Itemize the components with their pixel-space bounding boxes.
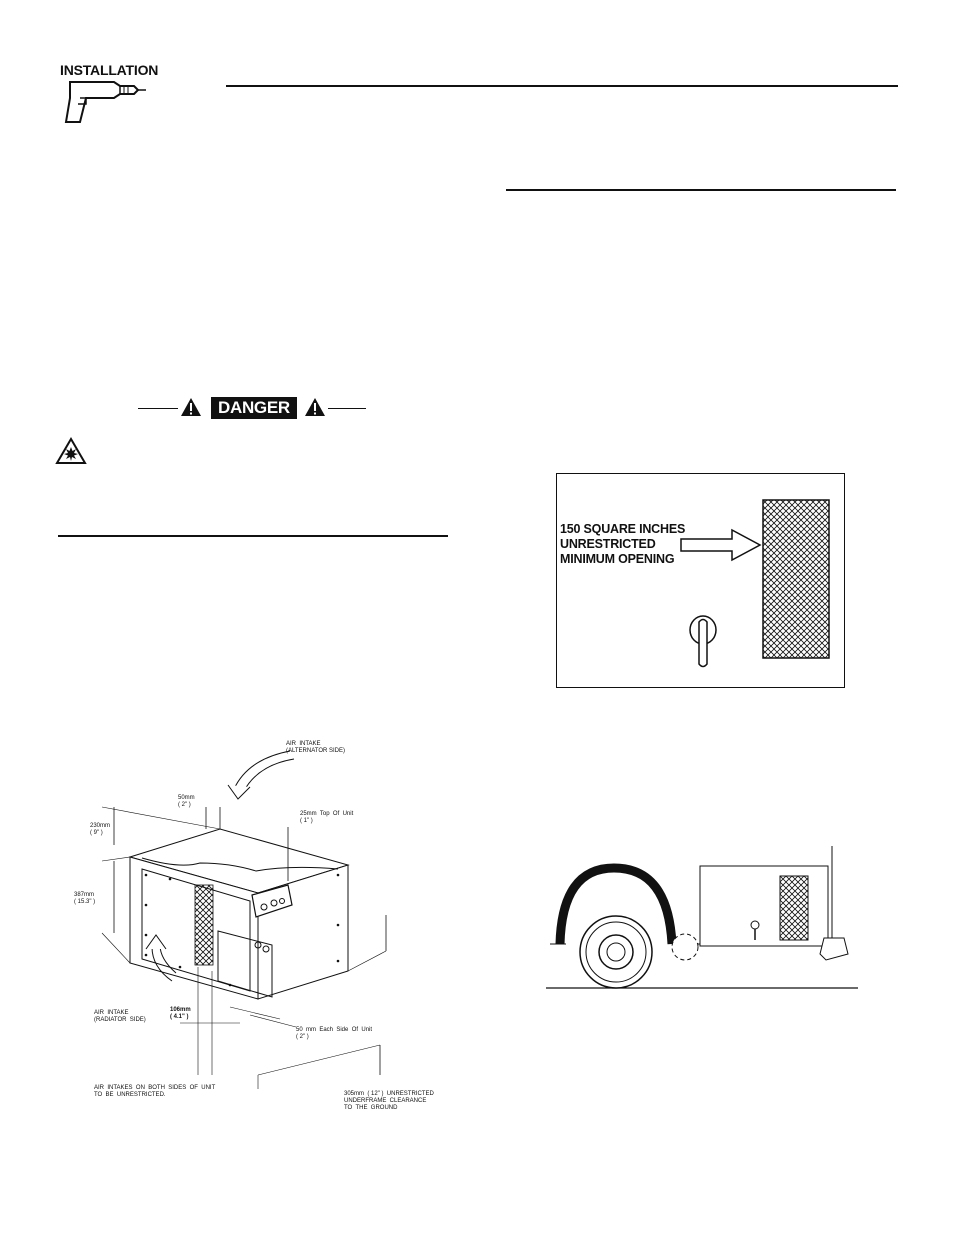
warning-triangle-icon [305, 398, 325, 416]
note-air-intakes: AIR INTAKES ON BOTH SIDES OF UNIT TO BE … [94, 1085, 216, 1098]
danger-badge: DANGER [211, 397, 297, 419]
label-dim-50mm-each-side: 50 mm Each Side Of Unit ( 2" ) [296, 1027, 373, 1040]
label-air-intake-radiator: AIR INTAKE (RADIATOR SIDE) [94, 1010, 146, 1023]
drill-icon [64, 81, 146, 123]
danger-line-right [328, 408, 366, 409]
vent-label-line: MINIMUM OPENING [560, 552, 675, 566]
label-dim-230mm: 230mm ( 9" ) [90, 823, 111, 836]
section-label: INSTALLATION [60, 62, 159, 78]
arrow-right-icon [680, 528, 762, 562]
vent-grille [762, 499, 830, 659]
vent-label-line: 150 SQUARE INCHES [560, 522, 686, 536]
danger-line-left [138, 408, 178, 409]
label-dim-387mm: 387mm ( 15.3" ) [74, 892, 96, 905]
label-dim-106mm: 106mm ( 4.1" ) [170, 1007, 191, 1020]
label-air-intake-alternator: AIR INTAKE (ALTERNATOR SIDE) [286, 741, 346, 754]
door-handle-icon [689, 615, 717, 668]
vent-figure-frame [556, 473, 845, 688]
label-dim-25mm-top: 25mm Top Of Unit ( 1" ) [300, 811, 354, 824]
vent-label-line: UNRESTRICTED [560, 537, 656, 551]
left-column-section-rule [58, 535, 448, 537]
vehicle-mounting-figure [546, 846, 858, 989]
explosion-hazard-icon [55, 437, 87, 464]
label-dim-50mm: 50mm ( 2" ) [178, 795, 195, 808]
warning-triangle-icon [181, 398, 201, 416]
generator-clearance-diagram [101, 750, 387, 1089]
header-rule [226, 85, 898, 87]
note-underframe-clearance: 305mm ( 12" ) UNRESTRICTED UNDERFRAME CL… [344, 1091, 434, 1111]
vent-opening-label: 150 SQUARE INCHES UNRESTRICTED MINIMUM O… [560, 522, 685, 567]
right-column-section-rule [506, 189, 896, 191]
